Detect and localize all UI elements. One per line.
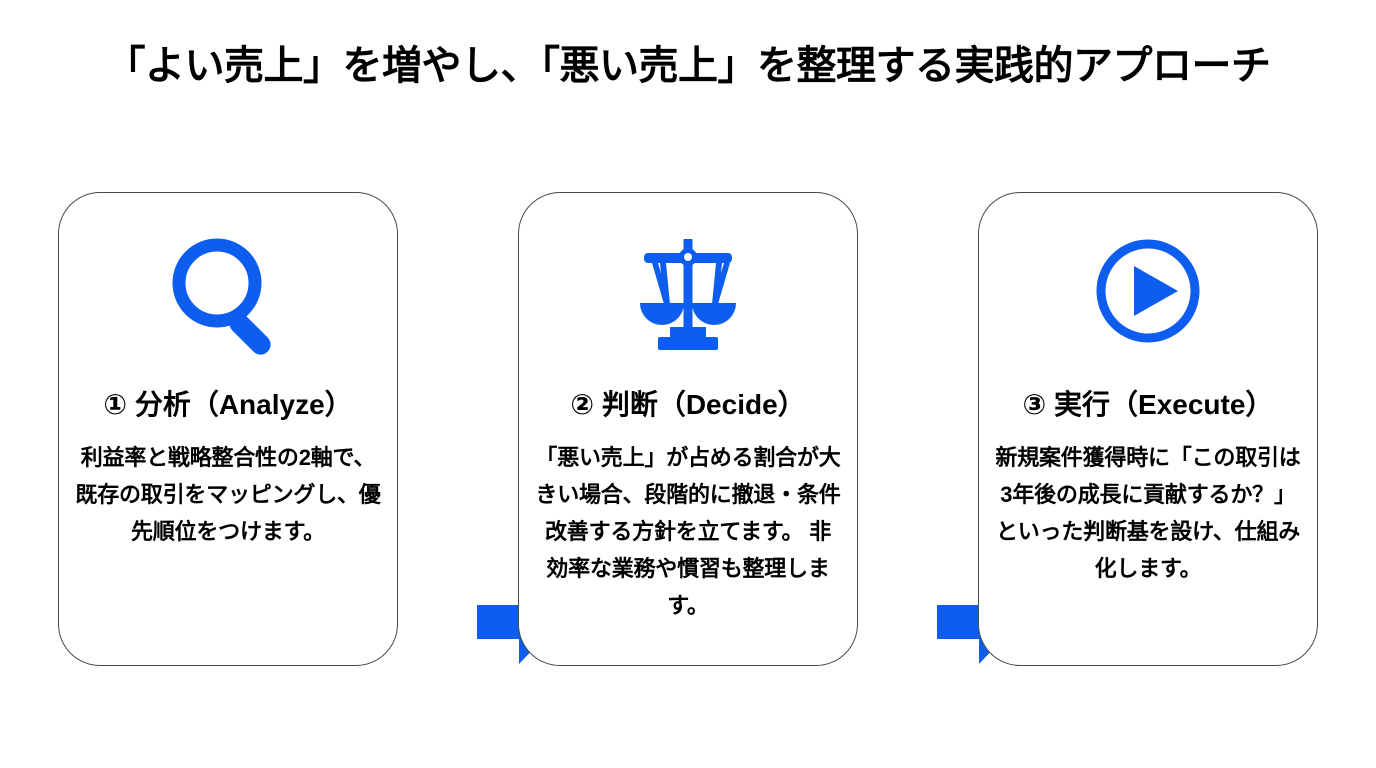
step-card-analyze[interactable]: ① 分析（Analyze） 利益率と戦略整合性の2軸で、既存の取引をマッピングし… (58, 192, 398, 666)
step-card-decide[interactable]: ② 判断（Decide） 「悪い売上」が占める割合が大きい場合、段階的に撤退・条… (518, 192, 858, 666)
step-description: 新規案件獲得時に「この取引は3年後の成長に貢献するか？」といった判断基を設け、仕… (995, 445, 1301, 581)
step-description: 利益率と戦略整合性の2軸で、既存の取引をマッピングし、優先順位をつけます。 (75, 445, 381, 544)
play-circle-icon (1078, 227, 1218, 367)
step-title: ① 分析（Analyze） (103, 389, 353, 420)
balance-scale-icon (618, 227, 758, 367)
page-title: 「よい売上」を増やし、「悪い売上」を整理する実践的アプローチ (105, 44, 1272, 88)
steps-container: ① 分析（Analyze） 利益率と戦略整合性の2軸で、既存の取引をマッピングし… (58, 192, 1318, 666)
step-title: ② 判断（Decide） (570, 389, 806, 420)
step-title: ③ 実行（Execute） (1022, 389, 1274, 420)
step-description: 「悪い売上」が占める割合が大きい場合、段階的に撤退・条件改善する方針を立てます。… (535, 445, 841, 618)
magnifier-icon (158, 227, 298, 367)
step-card-execute[interactable]: ③ 実行（Execute） 新規案件獲得時に「この取引は3年後の成長に貢献するか… (978, 192, 1318, 666)
